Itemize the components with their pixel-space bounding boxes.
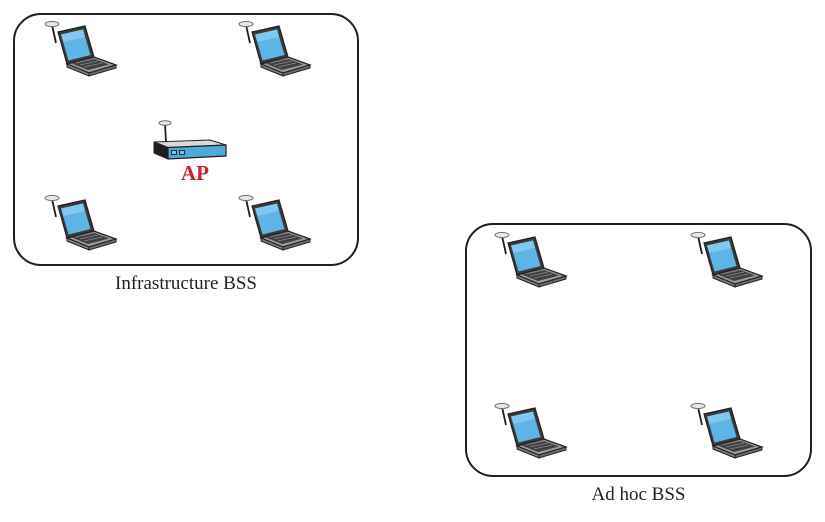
adhoc-bss-caption: Ad hoc BSS [591,484,686,505]
access-point-label: AP [181,161,209,185]
adhoc-station-laptop-icon [492,227,570,291]
adhoc-station-laptop-icon [492,398,570,462]
infrastructure-station-laptop-icon [236,190,314,254]
access-point-icon [150,118,230,162]
adhoc-station-laptop-icon [688,398,766,462]
infrastructure-station-laptop-icon [42,16,120,80]
adhoc-station-laptop-icon [688,227,766,291]
infrastructure-station-laptop-icon [236,16,314,80]
infrastructure-bss-caption: Infrastructure BSS [115,273,257,294]
infrastructure-station-laptop-icon [42,190,120,254]
